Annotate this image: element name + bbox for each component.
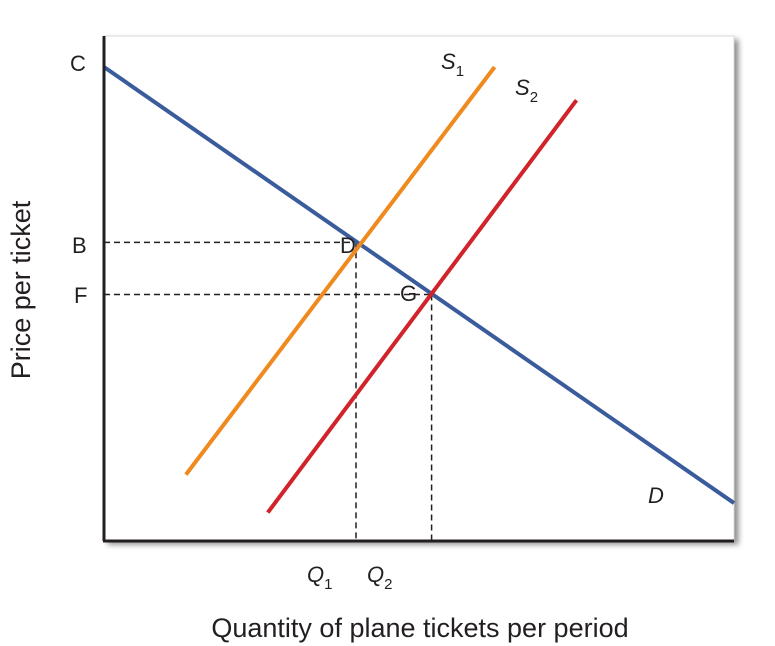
plot-area xyxy=(103,35,735,541)
series-lines xyxy=(102,65,736,514)
curve-label-s2: S2 xyxy=(515,75,538,106)
point-label-d: D xyxy=(340,233,356,258)
curve-label-s1: S1 xyxy=(441,49,464,80)
curve-label-d: D xyxy=(648,483,664,508)
series-line-s2 xyxy=(266,98,579,514)
point-label-g: G xyxy=(400,281,417,306)
series-line-s1 xyxy=(184,65,497,476)
y-axis-title: Price per ticket xyxy=(6,200,36,379)
x-tick-label-q2: Q2 xyxy=(367,562,392,593)
y-tick-label-f: F xyxy=(74,283,87,308)
x-axis-title: Quantity of plane tickets per period xyxy=(211,613,628,643)
guide-lines xyxy=(104,241,433,541)
y-tick-label-b: B xyxy=(72,233,87,258)
series-line-d xyxy=(102,65,736,505)
y-tick-label-c: C xyxy=(70,51,86,76)
x-tick-label-q1: Q1 xyxy=(307,562,332,593)
